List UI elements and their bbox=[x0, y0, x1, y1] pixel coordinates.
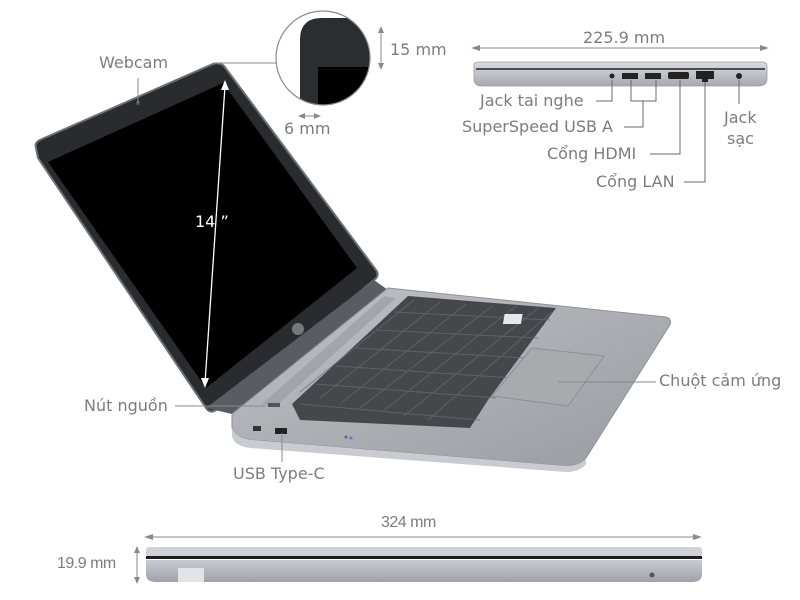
port-label-lan: Cổng LAN bbox=[596, 172, 675, 191]
charger-port-icon bbox=[736, 73, 742, 79]
hdmi-port-icon bbox=[668, 72, 689, 79]
width-label: 324 mm bbox=[381, 514, 436, 531]
laptop-base bbox=[231, 287, 672, 472]
lan-port-icon bbox=[696, 71, 714, 82]
side-view bbox=[471, 45, 769, 183]
usb-c-port-icon bbox=[275, 428, 287, 434]
webcam-label: Webcam bbox=[99, 53, 169, 72]
touchpad-label: Chuột cảm ứng bbox=[659, 371, 782, 390]
depth-label: 225.9 mm bbox=[583, 28, 666, 47]
port-label-usb-a: SuperSpeed USB A bbox=[462, 117, 613, 136]
callout-lines bbox=[137, 78, 656, 462]
port-label-charger-line1: Jack bbox=[724, 108, 757, 127]
usb-a-port-1-icon bbox=[622, 73, 638, 79]
port-label-headphone: Jack tai nghe bbox=[480, 91, 584, 110]
usb-type-c-label: USB Type-C bbox=[233, 464, 325, 483]
laptop-lid bbox=[34, 62, 388, 414]
diagonal-arrow bbox=[201, 80, 229, 388]
top-bezel-label: 15 mm bbox=[390, 40, 447, 59]
power-button-icon bbox=[268, 403, 280, 407]
port-label-hdmi: Cổng HDMI bbox=[547, 144, 637, 163]
screen-size-label: 14 ” bbox=[195, 212, 229, 231]
port-label-charger-line2: sạc bbox=[727, 129, 754, 148]
usb-a-port-2-icon bbox=[645, 73, 661, 79]
touchpad bbox=[491, 347, 605, 407]
front-view bbox=[134, 534, 702, 584]
hp-logo-icon bbox=[292, 323, 304, 335]
thickness-label: 19.9 mm bbox=[57, 555, 116, 572]
security-slot-icon bbox=[253, 426, 261, 431]
power-button-label: Nút nguồn bbox=[84, 396, 168, 415]
side-bezel-label: 6 mm bbox=[284, 119, 331, 138]
